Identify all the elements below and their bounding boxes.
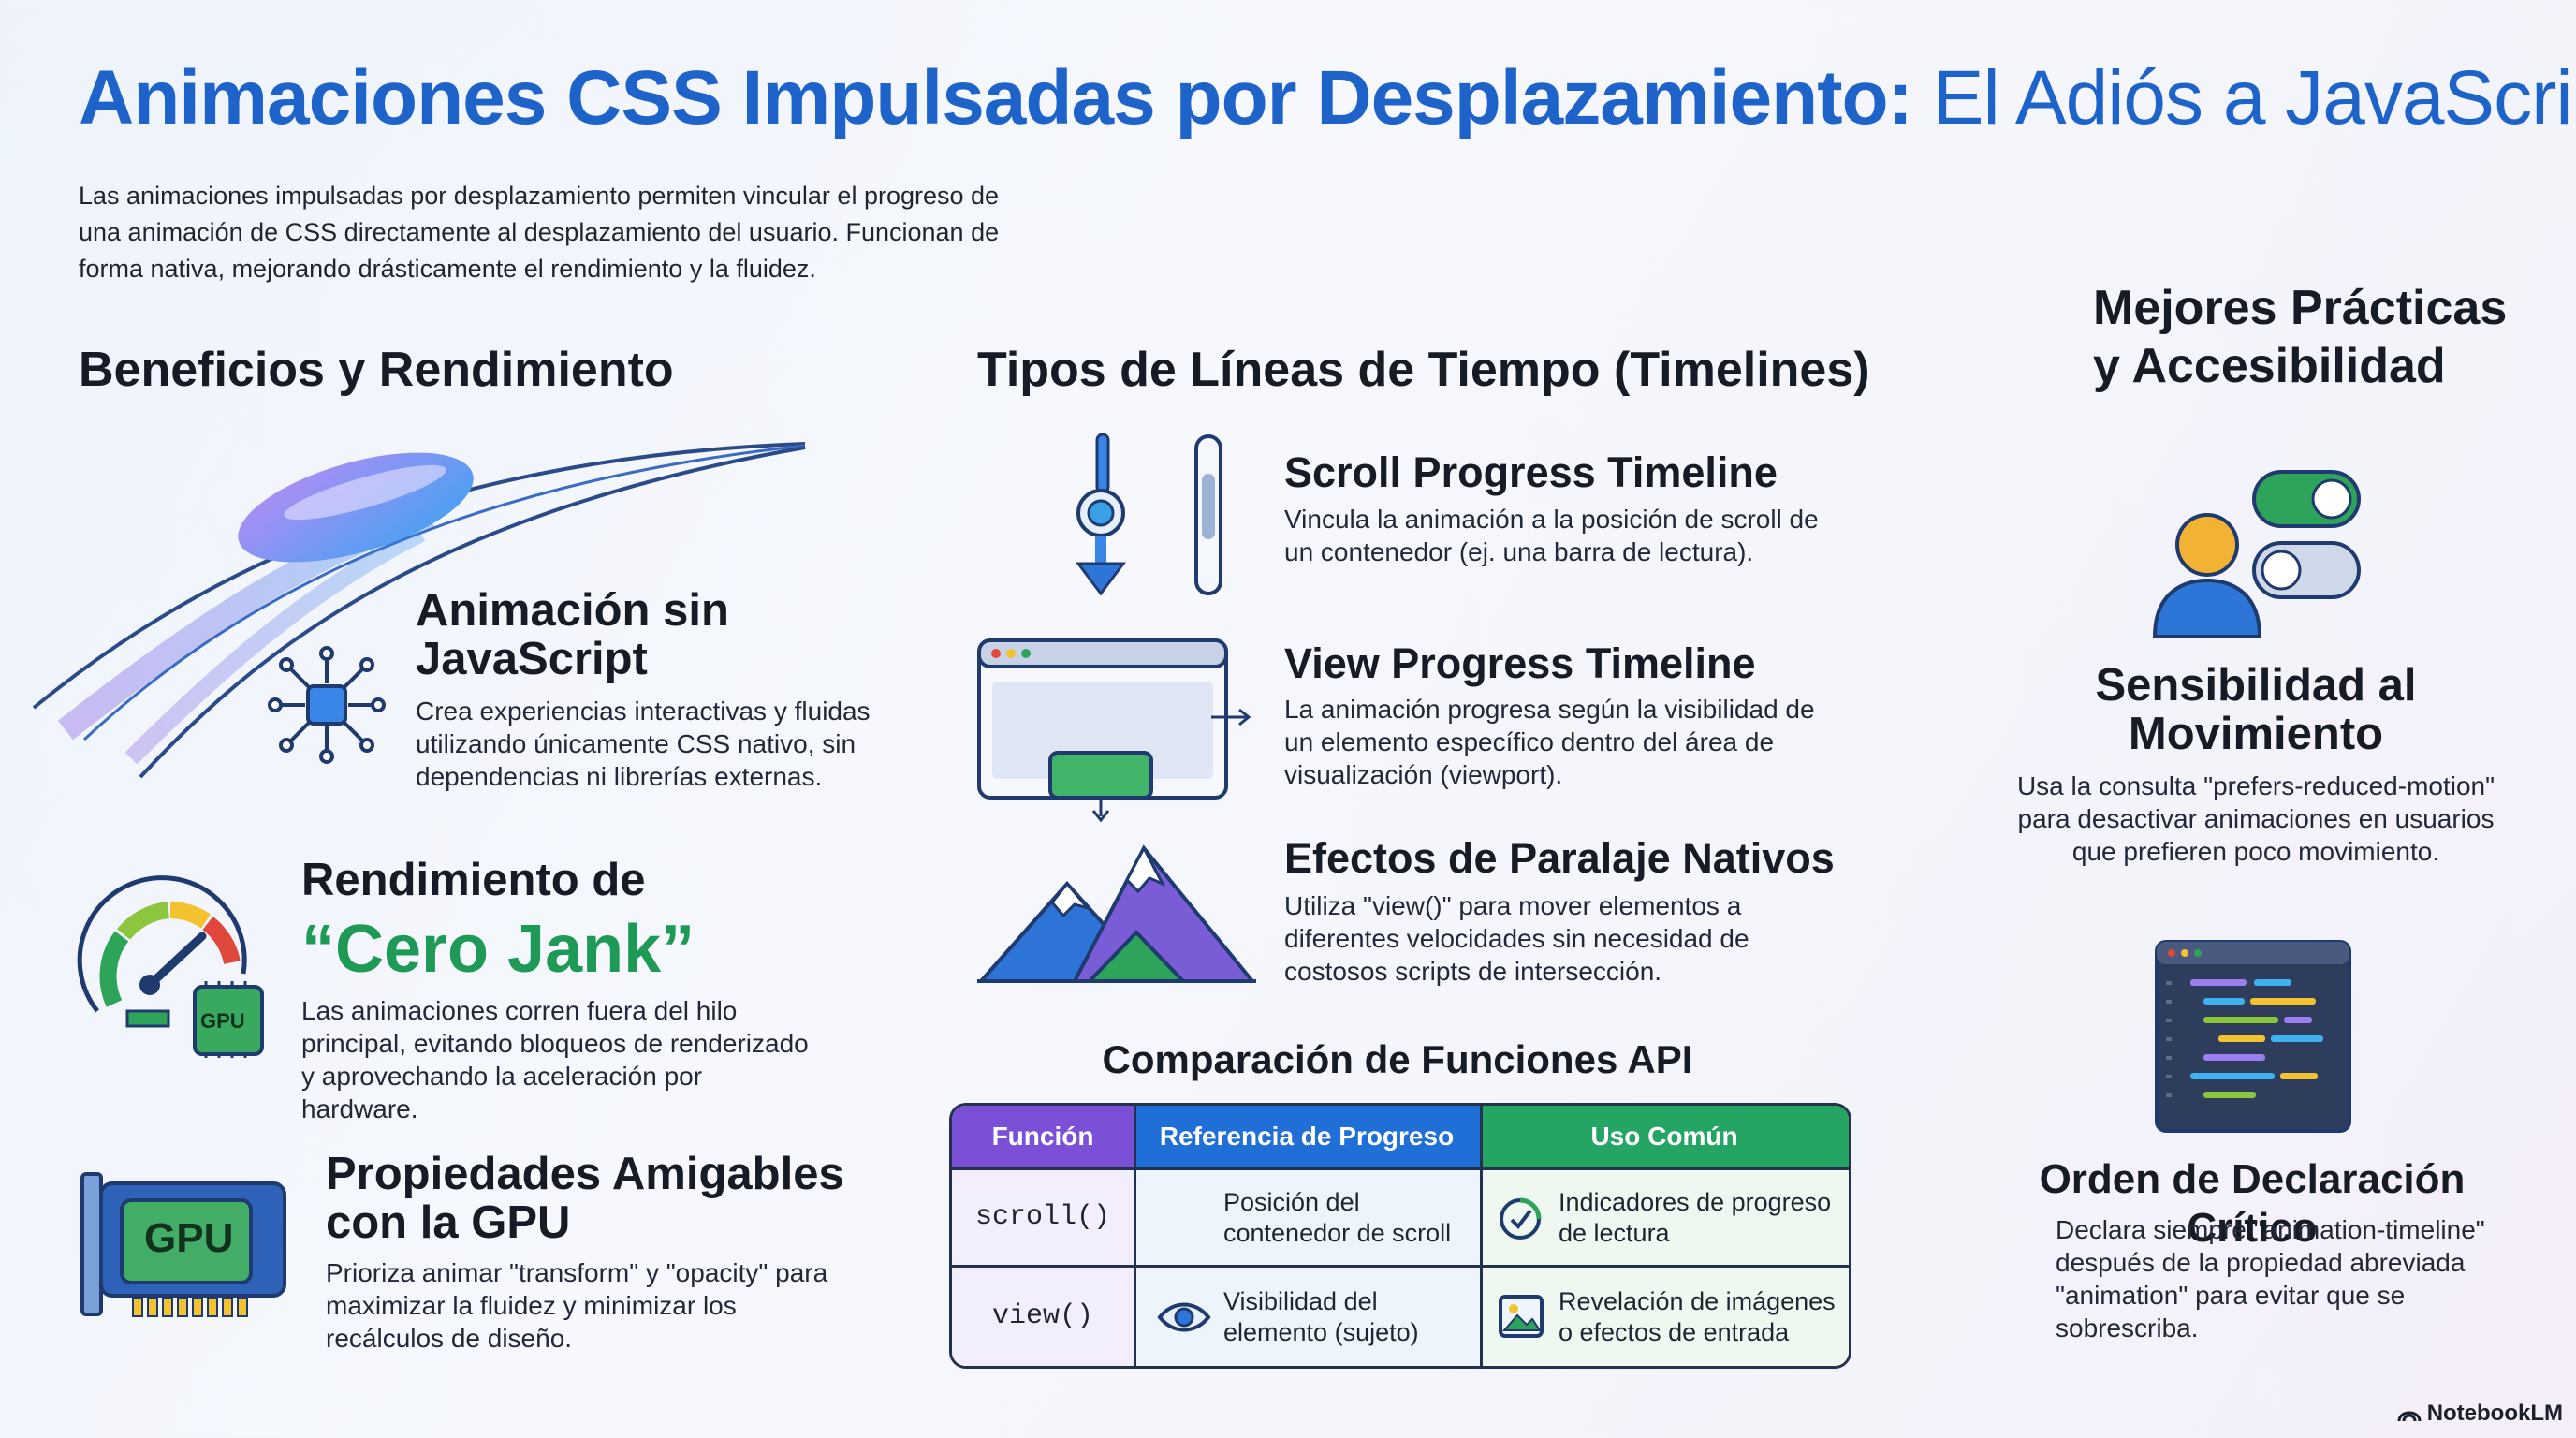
timeline-3-title: Efectos de Paralaje Nativos: [1284, 834, 1835, 882]
practice-2-title: Orden de Declaración Crítico: [2039, 1156, 2466, 1251]
benefit-3-text: Prioriza animar "transform" y "opacity" …: [326, 1258, 828, 1353]
image-icon: [1499, 1295, 1544, 1338]
gauge-chip-label: GPU: [200, 1009, 245, 1033]
benefit-2-title-b: “Cero Jank”: [301, 912, 695, 987]
gpu-card-icon: [80, 1172, 286, 1317]
practice-1-title: Sensibilidad al Movimiento: [2095, 660, 2417, 759]
middle-heading: Tipos de Líneas de Tiempo (Timelines): [977, 343, 1870, 397]
benefit-1-title: Animación sin JavaScript: [416, 585, 729, 684]
brand-label: NotebookLM: [2426, 1401, 2563, 1426]
benefit-1-text: Crea experiencias interactivas y fluidas…: [416, 697, 871, 791]
table-header-common-use: Uso Común: [1480, 1106, 1849, 1167]
title-light: El Adiós a JavaScript: [1911, 55, 2576, 140]
benefit-2-title-a: Rendimiento de: [301, 855, 646, 905]
timeline-2-text: La animación progresa según la visibilid…: [1284, 695, 1815, 789]
left-heading: Beneficios y Rendimiento: [79, 343, 674, 397]
motion-toggles-icon: [2152, 470, 2361, 638]
table-row-1-common-use: Indicadores de progreso de lectura: [1559, 1187, 1832, 1247]
notebooklm-brand: NotebookLM: [2397, 1401, 2563, 1427]
table-row-1-function: scroll(): [974, 1201, 1111, 1233]
api-comparison-table: Función Referencia de Progreso Uso Común…: [949, 1103, 1852, 1369]
scroll-progress-icon: [1076, 433, 1222, 596]
viewport-window-icon: [977, 638, 1251, 823]
table-row-2-progress-ref: Visibilidad del elemento (sujeto): [1223, 1286, 1419, 1346]
benefit-2-text: Las animaciones corren fuera del hilo pr…: [301, 996, 809, 1123]
intro-text: Las animaciones impulsadas por desplazam…: [79, 182, 1000, 283]
timeline-1-title: Scroll Progress Timeline: [1284, 448, 1778, 496]
table-header-progress-ref: Referencia de Progreso: [1134, 1106, 1480, 1167]
practice-1-text: Usa la consulta "prefers-reduced-motion"…: [2016, 771, 2496, 866]
circuit-chip-icon: [268, 646, 386, 764]
progress-check-icon: [1500, 1197, 1542, 1240]
gpu-card-label: GPU: [144, 1215, 234, 1261]
title-bold: Animaciones CSS Impulsadas por Desplazam…: [79, 55, 1913, 140]
table-header-function: Función: [952, 1106, 1134, 1167]
right-heading: Mejores Prácticas y Accesibilidad: [2093, 281, 2508, 393]
page-title: Animaciones CSS Impulsadas por Desplazam…: [79, 54, 2576, 142]
code-editor-icon: [2155, 940, 2351, 1133]
speed-swoosh-icon: [32, 442, 806, 779]
table-row-2-common-use: Revelación de imágenes o efectos de entr…: [1559, 1286, 1836, 1346]
practice-2-text: Declara siempre "animation-timeline" des…: [2056, 1215, 2485, 1343]
timeline-3-text: Utiliza "view()" para mover elementos a …: [1284, 891, 1749, 986]
benefit-3-title: Propiedades Amigables con la GPU: [326, 1149, 844, 1248]
parallax-mountains-icon: [977, 844, 1256, 983]
api-table-heading: Comparación de Funciones API: [1102, 1037, 1693, 1081]
table-row-1-progress-ref: Posición del contenedor de scroll: [1223, 1187, 1452, 1247]
table-row-2-function: view(): [991, 1300, 1094, 1332]
performance-gauge-icon: [77, 875, 264, 1058]
notebooklm-logo-icon: [2397, 1411, 2422, 1422]
eye-icon: [1157, 1302, 1211, 1332]
timeline-1-text: Vincula la animación a la posición de sc…: [1284, 505, 1819, 566]
timeline-2-title: View Progress Timeline: [1284, 639, 1756, 687]
